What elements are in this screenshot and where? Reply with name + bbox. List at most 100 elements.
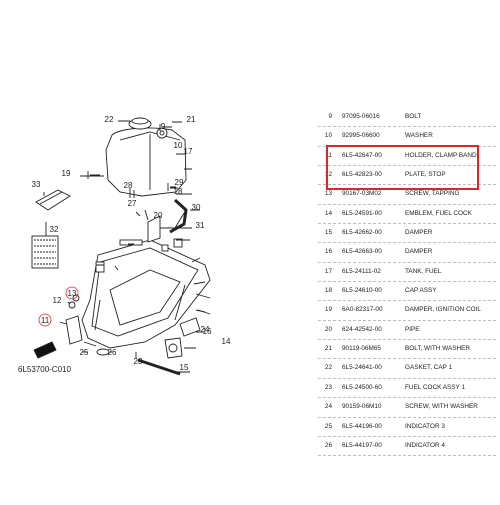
callout-20: 20 [154,211,163,220]
part-code: 6A0-82317-00 [342,306,383,314]
callout-21: 21 [187,115,196,124]
part-number-ref: 10 [324,132,332,140]
parts-row: 17 6L5-24111-02 TANK, FUEL [318,263,496,283]
part-number-ref: 22 [324,364,332,372]
part-description: SCREW, WITH WASHER [405,403,478,411]
part-code: 6L5-24111-02 [342,267,381,275]
part-code: 90167-03M02 [342,190,382,198]
part-description: PIPE [405,325,420,333]
callout-28: 28 [124,181,133,190]
fuel-pipe-drawing [169,198,188,234]
callout-25: 25 [80,348,89,357]
callout-10: 10 [174,141,183,150]
part-code: 92995-06600 [342,132,380,140]
parts-row: 12 6L5-42823-00 PLATE, STOP [318,166,496,186]
callout-highlight-13 [65,286,79,300]
part-code: 6L5-42823-00 [342,171,382,179]
part-number-ref: 19 [324,306,332,314]
fwd-arrow-drawing [33,341,57,359]
part-code: 6L5-24591-00 [342,209,382,217]
part-code: 6L5-42647-00 [342,151,382,159]
parts-row: 23 6L5-24500-60 FUEL COCK ASSY 1 [318,379,496,399]
parts-row: 13 90167-03M02 SCREW, TAPPING [318,185,496,205]
part-code: 6L5-24500-60 [342,383,382,391]
part-number-ref: 24 [324,403,332,411]
part-code: 6L5-42662-00 [342,229,382,237]
part-code: 6L5-24641-00 [342,364,382,372]
part-number-ref: 16 [324,248,332,256]
part-description: FUEL COCK ASSY 1 [405,383,466,391]
callout-30: 30 [192,203,201,212]
parts-row: 15 6L5-42662-00 DAMPER [318,224,496,244]
callout-24: 24 [201,325,210,334]
bottom-cowling-drawing [81,239,211,349]
part-number-ref: 12 [324,171,332,179]
callout-29: 29 [175,178,184,187]
parts-row: 10 92995-06600 WASHER [318,127,496,147]
part-code: 90119-06M65 [342,345,381,353]
callout-19: 19 [62,169,71,178]
callout-13: 13 [68,289,77,298]
part-description: INDICATOR 3 [405,422,445,430]
part-description: HOLDER, CLAMP BAND [405,151,477,159]
callout-16: 16 [203,327,212,336]
part-number-ref: 20 [324,325,332,333]
callout-14: 14 [222,337,231,346]
diagram-code: 6L53700-C010 [18,365,71,374]
parts-row: 26 6L5-44197-00 INDICATOR 4 [318,437,496,457]
part-description: INDICATOR 4 [405,441,445,449]
part-description: EMBLEM, FUEL COCK [405,209,472,217]
part-number-ref: 15 [324,229,332,237]
part-code: 90159-06M10 [342,403,382,411]
callout-highlight-11 [38,313,52,327]
part-description: BOLT [405,113,422,120]
callout-32: 32 [50,225,59,234]
part-number-ref: 26 [324,441,332,449]
part-description: DAMPER [405,229,433,237]
part-code: 97095-06016 [342,113,380,120]
fuel-tank-drawing [105,127,187,197]
part-code: 6L5-44197-00 [342,441,382,449]
parts-row: 21 90119-06M65 BOLT, WITH WASHER [318,340,496,360]
callout-15: 15 [180,363,189,372]
emblem-drawing [35,189,71,211]
part-description: WASHER [405,132,433,140]
parts-row: 11 6L5-42647-00 HOLDER, CLAMP BAND [318,147,496,167]
part-description: PLATE, STOP [405,171,446,179]
callout-27: 27 [128,199,137,208]
part-description: CAP ASSY [405,287,437,295]
part-number-ref: 18 [324,287,332,295]
part-description: TANK, FUEL [405,267,442,275]
callout-33: 33 [32,180,41,189]
callout-18: 18 [174,187,183,196]
callout-9: 9 [161,122,166,131]
part-description: GASKET, CAP 1 [405,364,453,372]
part-number-ref: 17 [324,267,332,275]
part-number-ref: 25 [324,422,332,430]
callout-11: 11 [41,316,50,325]
part-number-ref: 13 [324,190,332,198]
part-number-ref: 23 [324,383,332,391]
parts-row: 20 624-42542-00 PIPE [318,321,496,341]
callout-22: 22 [105,115,114,124]
parts-row: 22 6L5-24641-00 GASKET, CAP 1 [318,359,496,379]
callout-26: 26 [108,348,117,357]
part-number-ref: 11 [325,151,332,159]
callout-31: 31 [196,221,205,230]
parts-row: 18 6L5-24610-00 CAP ASSY [318,282,496,302]
callout-17: 17 [184,147,193,156]
part-description: SCREW, TAPPING [405,190,460,198]
part-description: BOLT, WITH WASHER [405,345,470,353]
callout-12: 12 [53,296,62,305]
parts-row: 25 6L5-44196-00 INDICATOR 3 [318,418,496,437]
part-code: 6L5-24610-00 [342,287,382,295]
part-code: 6L5-44196-00 [342,422,382,430]
part-code: 624-42542-00 [342,325,382,333]
part-description: DAMPER [405,248,433,256]
part-number-ref: 21 [324,345,332,353]
